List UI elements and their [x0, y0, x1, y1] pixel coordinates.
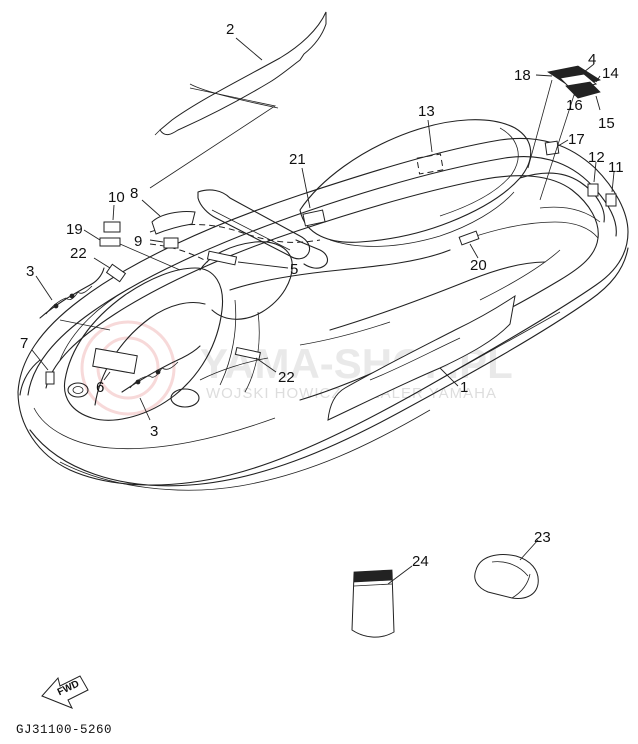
callout-11: 11: [608, 159, 624, 176]
leader-11: [611, 171, 615, 193]
leader-9: [149, 239, 164, 243]
part-19-decal: [99, 237, 121, 247]
leader-12: [593, 161, 597, 183]
callout-labels: 2 13 21 8 10 9 19 22 3 5 7 6 3 22 20 1 1…: [20, 21, 624, 570]
part-3-logo-decal-b: [121, 345, 201, 393]
callout-18: 18: [514, 67, 531, 84]
part-2-graphic-strip: [154, 11, 327, 136]
part-1-side-stripe: [327, 294, 516, 421]
part-7-decal: [45, 371, 55, 385]
leader-10: [112, 204, 115, 221]
part-12-decal: [587, 183, 599, 197]
callout-12: 12: [588, 149, 605, 166]
callout-24: 24: [412, 553, 429, 570]
part-24-pouch: [351, 569, 395, 638]
callout-20: 20: [470, 257, 487, 274]
part-4-emblem-stack: [527, 65, 601, 201]
part-13-decal: [416, 153, 444, 175]
callout-13: 13: [418, 103, 435, 120]
leader-24: [387, 565, 413, 585]
fwd-arrow-icon: FWD: [41, 675, 89, 709]
guide-19: [119, 243, 181, 271]
leader-15: [595, 95, 601, 111]
leader-4: [583, 63, 595, 73]
callout-4: 4: [588, 51, 596, 68]
leader-7: [31, 349, 49, 371]
callout-5: 5: [290, 261, 298, 278]
part-6-decal: [92, 347, 138, 375]
leader-22b: [255, 357, 277, 373]
part-8-decal: [151, 211, 196, 235]
callout-19: 19: [66, 221, 83, 238]
placement-line-dashed: [149, 224, 321, 243]
leader-1: [439, 367, 459, 387]
strip-guide-lines: [149, 87, 277, 189]
placement-line-dashed-2: [149, 243, 209, 263]
callout-21: 21: [289, 151, 306, 168]
callout-7: 7: [20, 335, 28, 352]
callout-15: 15: [598, 115, 615, 132]
callout-3b: 3: [150, 423, 158, 440]
callout-6: 6: [96, 379, 104, 396]
part-23-cover: [474, 554, 539, 599]
callout-3a: 3: [26, 263, 34, 280]
leader-2: [235, 37, 263, 61]
part-5-decal: [206, 250, 238, 266]
leader-3a: [35, 275, 53, 301]
leader-20: [469, 243, 479, 259]
leader-8: [141, 199, 161, 217]
part-21-decal: [302, 209, 326, 227]
leader-16: [573, 87, 577, 97]
guide-3a: [59, 319, 111, 331]
callout-8: 8: [130, 185, 138, 202]
part-22-decal-a: [105, 263, 127, 283]
handlebar: [197, 189, 329, 269]
callout-14: 14: [602, 65, 619, 82]
part-3-logo-decal-a: [39, 267, 105, 319]
leader-6: [103, 371, 111, 381]
callout-9: 9: [134, 233, 142, 250]
drawing-code: GJ31100-5260: [16, 723, 112, 737]
callout-10: 10: [108, 189, 125, 206]
part-9-decal: [163, 237, 179, 249]
callout-17: 17: [568, 131, 585, 148]
leader-22a: [93, 257, 111, 269]
leader-14: [595, 75, 601, 83]
part-20-decal: [458, 230, 480, 246]
callout-16: 16: [566, 97, 583, 114]
callout-2: 2: [226, 21, 234, 38]
leader-3b: [139, 397, 151, 421]
leader-21: [301, 167, 311, 209]
leader-13: [427, 119, 433, 153]
leader-17: [557, 139, 569, 147]
callout-22a: 22: [70, 245, 87, 262]
part-11-decal: [605, 193, 617, 207]
leader-19: [83, 229, 101, 241]
part-10-decal: [103, 221, 121, 233]
callout-23: 23: [534, 529, 551, 546]
leader-18: [535, 74, 553, 77]
callout-1: 1: [460, 379, 468, 396]
callout-22b: 22: [278, 369, 295, 386]
leader-23: [519, 539, 539, 561]
watercraft-outline: [17, 119, 629, 491]
leader-5: [237, 261, 289, 269]
part-22-decal-b: [234, 346, 261, 361]
